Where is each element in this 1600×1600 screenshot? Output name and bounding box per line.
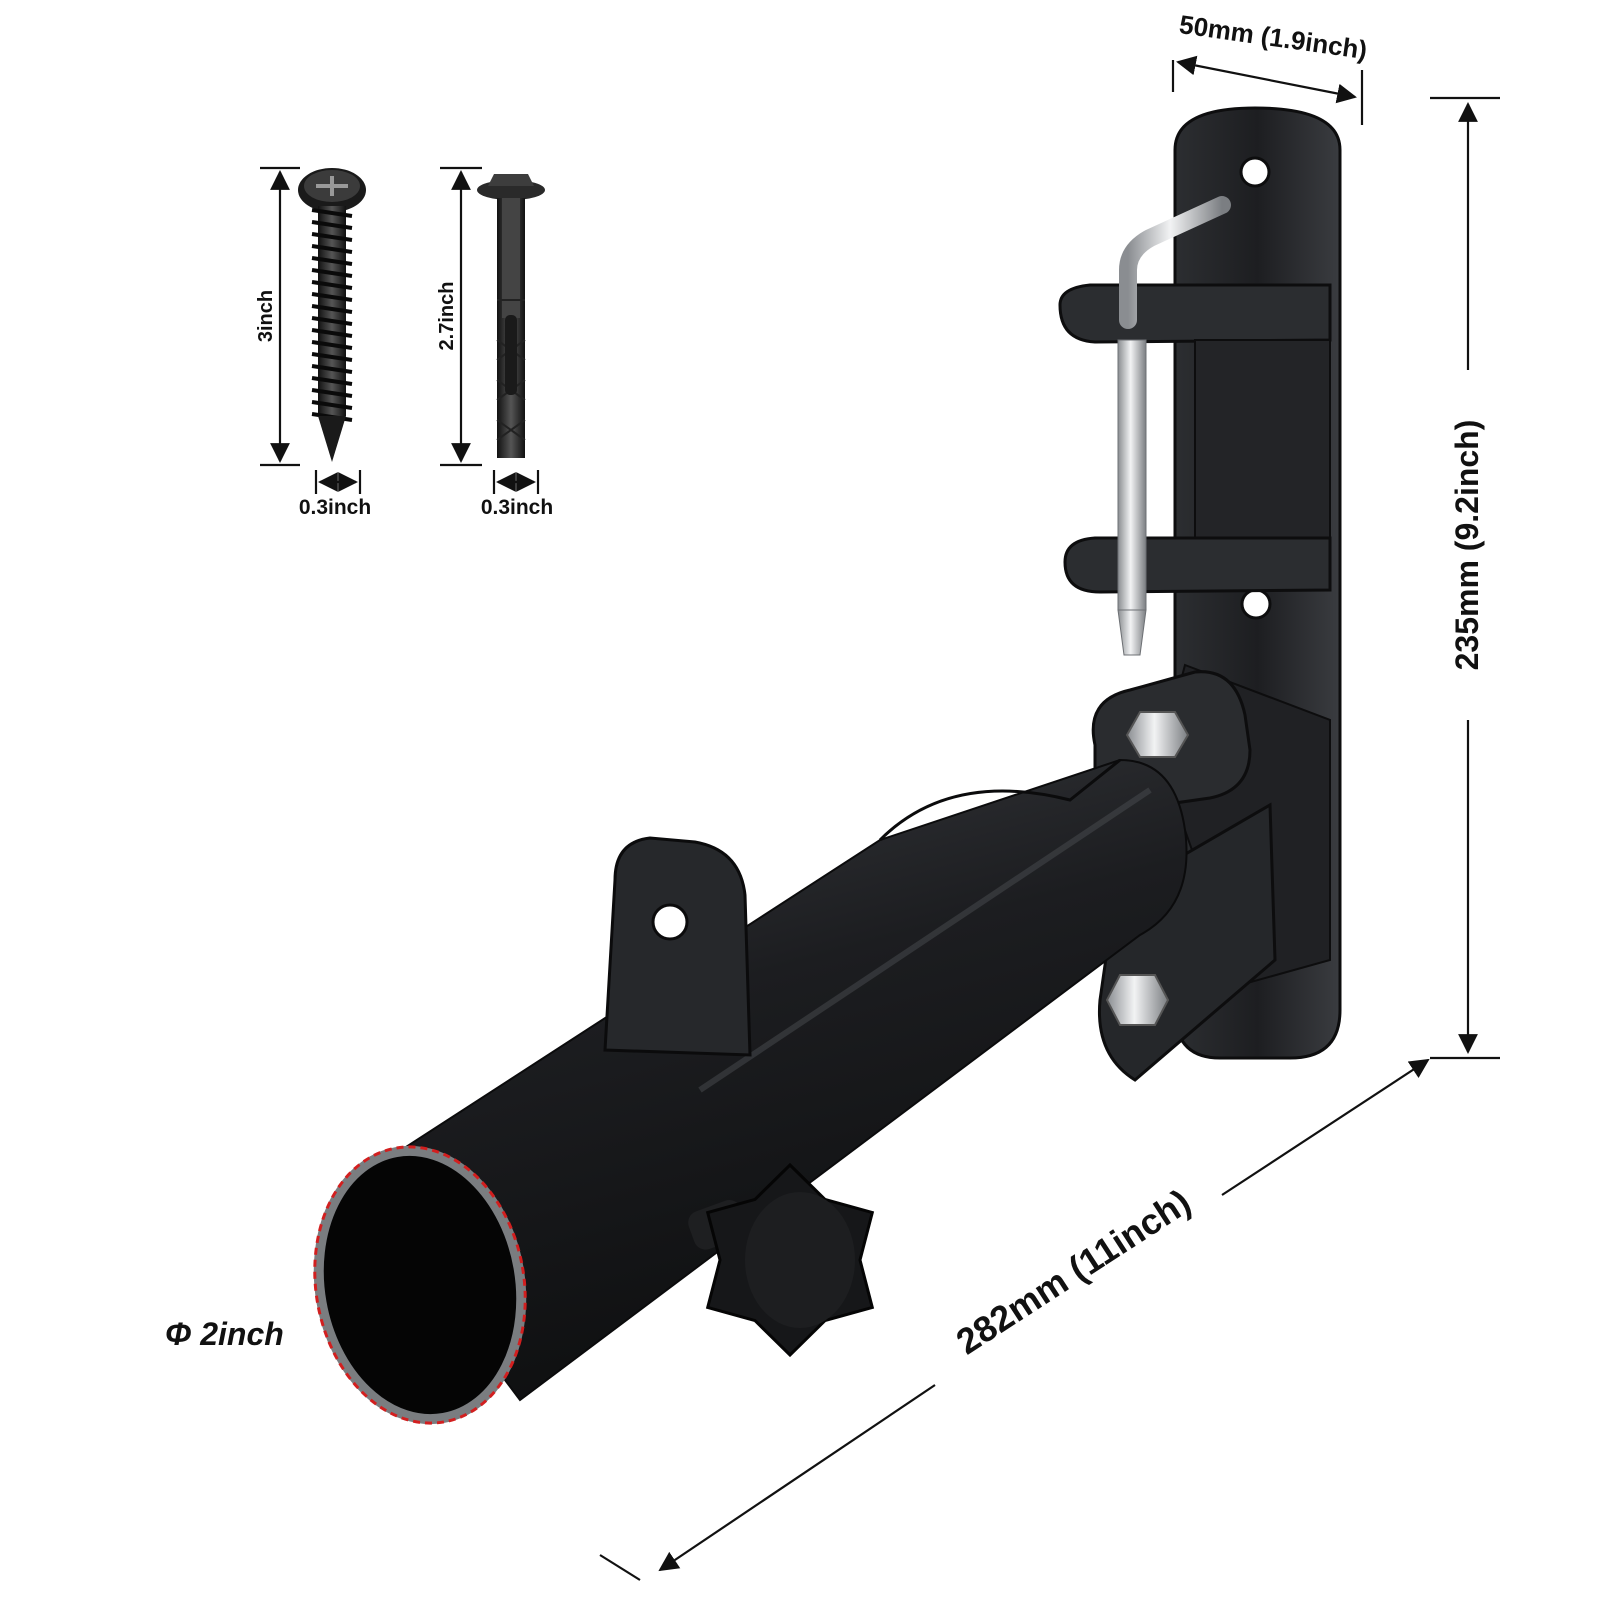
anchor-width-label: 0.3inch (481, 496, 553, 519)
screw-length-label: 3inch (255, 290, 277, 342)
screw-length-dimension: 3inch (255, 166, 300, 467)
knob-icon (688, 1162, 875, 1358)
diameter-label: Φ 2inch (165, 1316, 284, 1352)
length-label: 282mm (11inch) (949, 1181, 1198, 1363)
anchor-width-dimension: 0.3inch (481, 470, 553, 519)
screw-width-dimension: 0.3inch (299, 470, 371, 519)
screw-width-label: 0.3inch (299, 496, 371, 519)
anchor-length-dimension: 2.7inch (436, 166, 482, 467)
anchor-length-label: 2.7inch (436, 282, 458, 351)
height-label: 235mm (9.2inch) (1449, 420, 1485, 671)
main-tube (353, 758, 1188, 1402)
wood-screw-icon (298, 168, 366, 462)
width-label: 50mm (1.9inch) (1177, 9, 1369, 65)
expansion-anchor-icon (477, 174, 545, 458)
bracket-product-image (313, 106, 1342, 1425)
tube-rim-highlight (313, 1145, 527, 1425)
height-dimension: 235mm (9.2inch) (1430, 96, 1500, 1060)
